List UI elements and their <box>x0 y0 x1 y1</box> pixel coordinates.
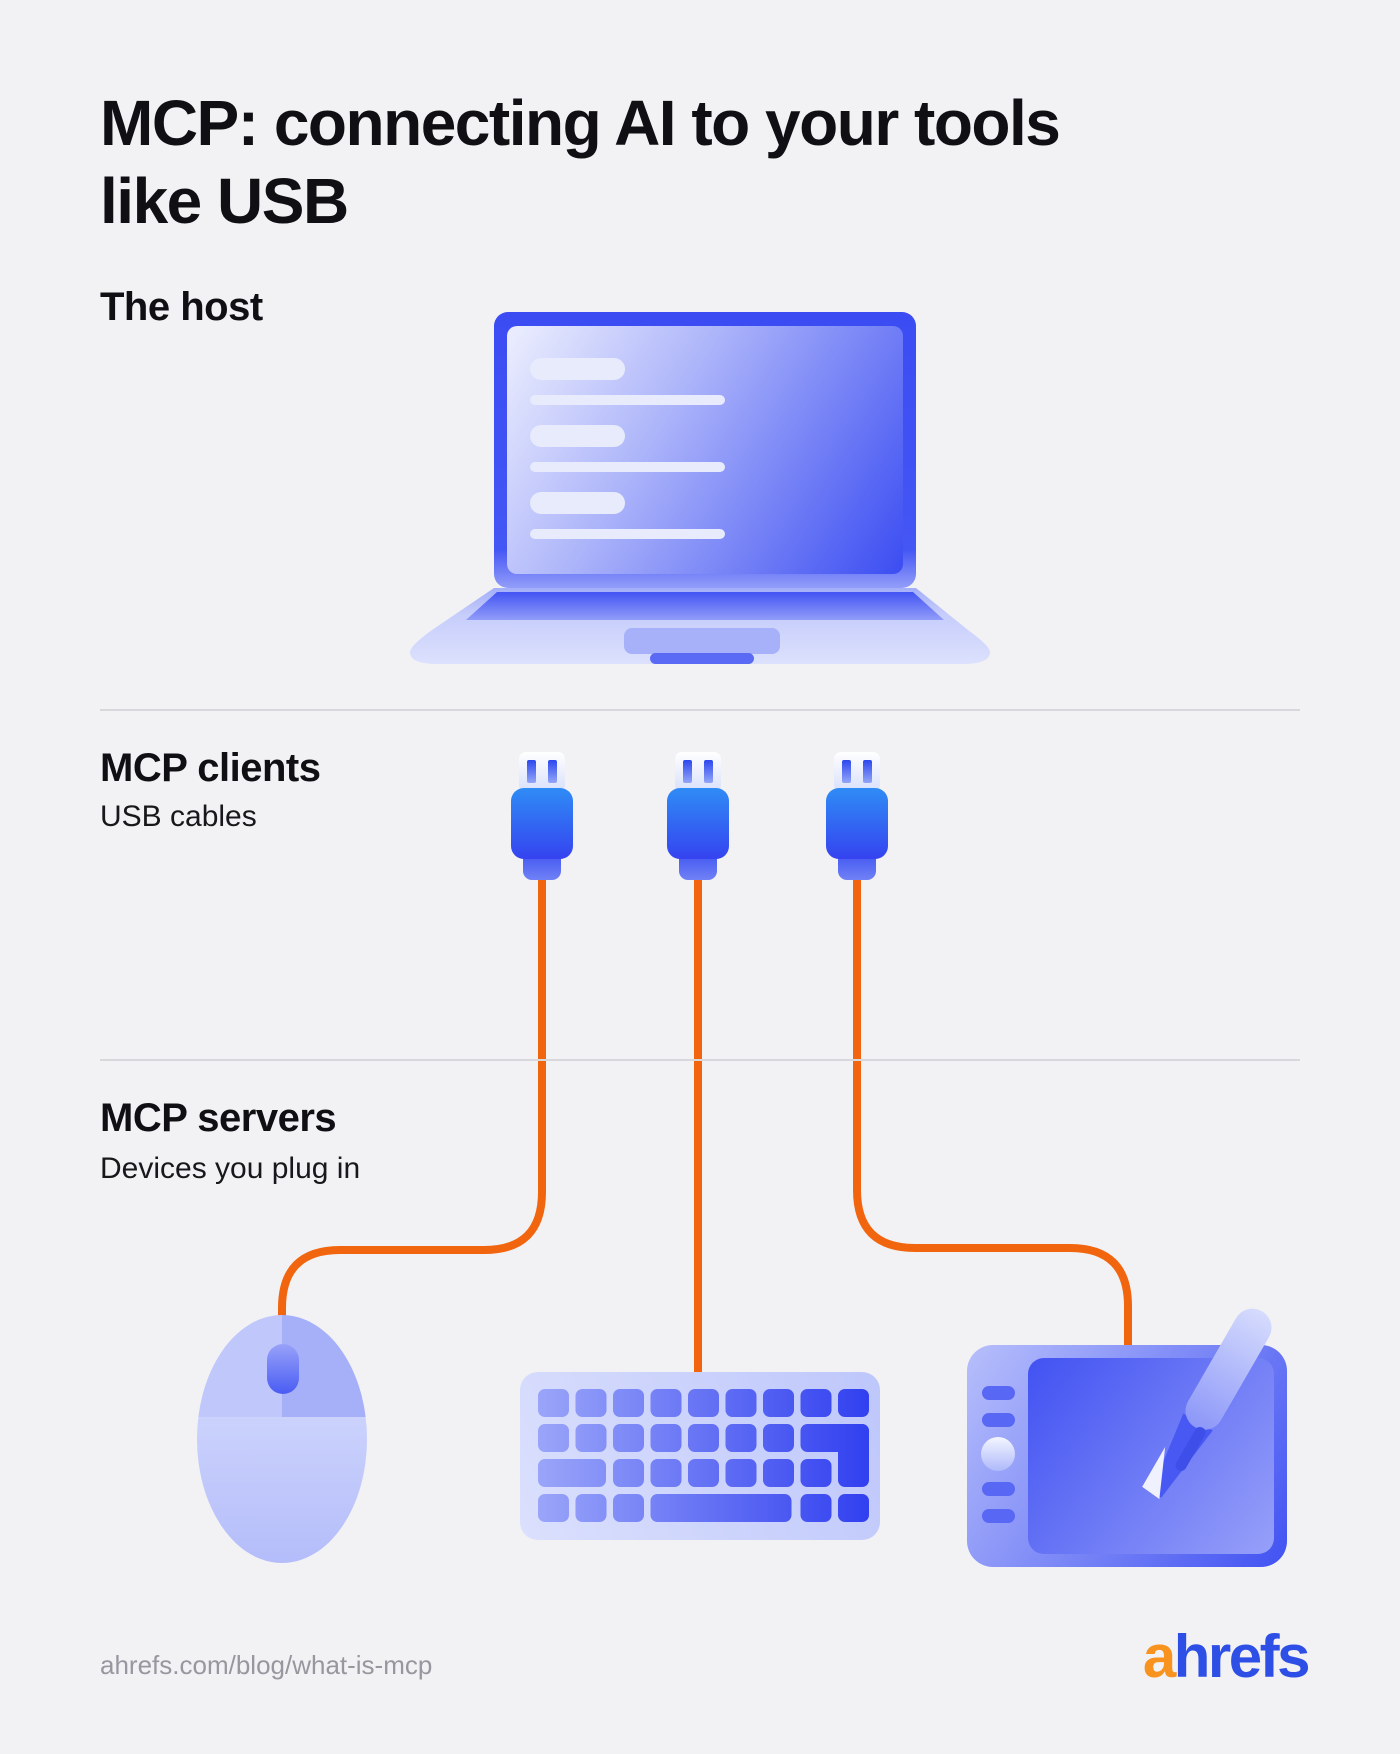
chat-text-bars <box>530 358 725 539</box>
source-url: ahrefs.com/blog/what-is-mcp <box>100 1650 433 1680</box>
infographic-title: MCP: connecting AI to your tools like US… <box>100 84 1061 240</box>
servers-section-label: MCP servers <box>100 1096 337 1140</box>
usb-cable-line <box>853 872 1132 1358</box>
tablet-dial <box>981 1437 1015 1471</box>
tablet-buttons <box>982 1386 1015 1523</box>
usb-cable-line <box>278 872 546 1326</box>
servers-section-sublabel: Devices you plug in <box>100 1152 361 1185</box>
mouse-icon <box>197 1315 367 1563</box>
usb-plug-icon <box>511 752 573 880</box>
section-divider <box>100 1059 1300 1061</box>
usb-plug-icon <box>826 752 888 880</box>
stylus-icon <box>1142 1308 1272 1500</box>
clients-section-label: MCP clients <box>100 746 321 790</box>
usb-plug-icon <box>667 752 729 880</box>
ahrefs-logo: ahrefs <box>1142 1622 1311 1691</box>
clients-section-sublabel: USB cables <box>100 800 257 833</box>
section-divider <box>100 709 1300 711</box>
keyboard-keys <box>538 1389 869 1522</box>
ahrefs-logo-a: a <box>1142 1623 1176 1690</box>
usb-cables <box>278 872 1132 1382</box>
host-section-label: The host <box>100 285 263 329</box>
spacebar-key <box>650 1494 792 1522</box>
title-line-2: like USB <box>100 165 349 238</box>
scroll-wheel <box>267 1344 299 1394</box>
usb-plugs <box>511 752 888 880</box>
keyboard-icon <box>520 1372 880 1540</box>
ahrefs-logo-hrefs: hrefs <box>1173 1623 1311 1690</box>
graphics-tablet-icon <box>967 1308 1287 1567</box>
title-line-1: MCP: connecting AI to your tools <box>100 87 1061 159</box>
laptop-icon <box>410 312 990 664</box>
